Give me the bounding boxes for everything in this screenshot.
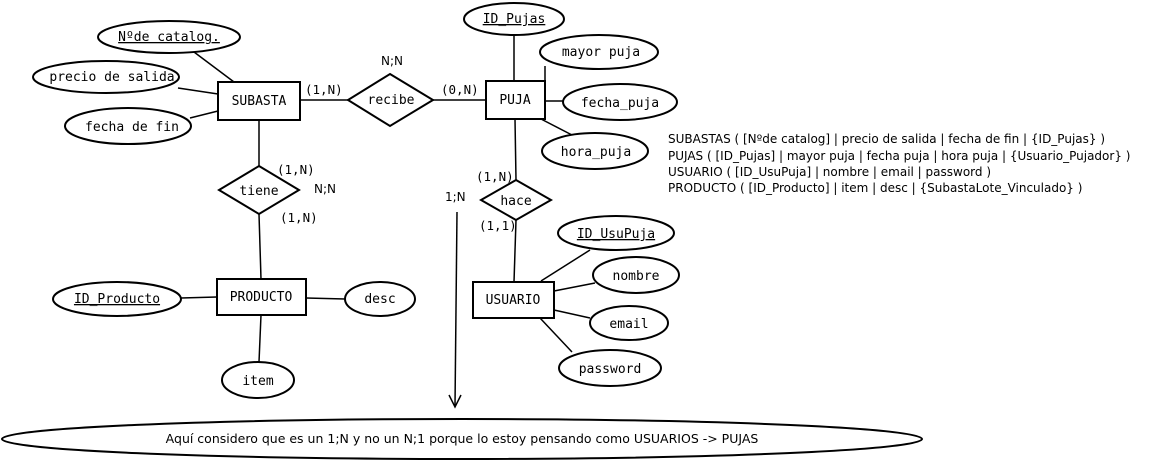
attribute-hora-puja-label: hora_puja xyxy=(561,145,631,160)
attribute-mayor-puja-label: mayor puja xyxy=(562,45,640,60)
attribute-nombre-label: nombre xyxy=(613,269,660,284)
attribute-id-usupuja: ID_UsuPuja xyxy=(557,215,675,251)
cardinality-recibe-puja: (0,N) xyxy=(441,82,479,97)
cardinality-puja-hace: (1,N) xyxy=(476,169,514,184)
connector-lines xyxy=(177,35,596,363)
attribute-n-catalog: Nºde catalog. xyxy=(97,20,241,54)
relationship-recibe: recibe xyxy=(346,72,435,128)
line-idproducto-producto xyxy=(180,296,218,299)
attribute-password: password xyxy=(558,349,662,387)
relational-schema: SUBASTAS ( [Nºde catalog] | precio de sa… xyxy=(668,132,1130,195)
attribute-item: item xyxy=(221,361,295,399)
line-ncatalog-subasta xyxy=(193,51,235,83)
attribute-hora-puja: hora_puja xyxy=(541,132,649,170)
entity-producto-label: PRODUCTO xyxy=(230,290,293,305)
attribute-desc-label: desc xyxy=(364,292,395,307)
attribute-fecha-puja: fecha_puja xyxy=(562,83,678,121)
attribute-email: email xyxy=(589,305,669,341)
attribute-id-producto-label: ID_Producto xyxy=(74,292,160,307)
entity-usuario: USUARIO xyxy=(472,281,555,319)
entity-subasta-label: SUBASTA xyxy=(232,94,287,109)
attribute-id-usupuja-label: ID_UsuPuja xyxy=(577,227,655,242)
line-idusupuja-usuario xyxy=(540,249,591,282)
schema-producto: PRODUCTO ( [ID_Producto] | item | desc |… xyxy=(668,181,1082,195)
attribute-fecha-fin: fecha de fin xyxy=(64,107,192,145)
schema-usuario: USUARIO ( [ID_UsuPuja] | nombre | email … xyxy=(668,165,991,179)
line-tiene-producto xyxy=(258,213,262,280)
line-nombre-usuario xyxy=(553,282,596,292)
note-text: Aquí considero que es un 1;N y no un N;1… xyxy=(166,431,759,446)
attribute-nombre: nombre xyxy=(592,256,680,294)
entity-puja: PUJA xyxy=(485,80,546,120)
relationship-tiene: tiene xyxy=(217,164,301,216)
line-desc-producto xyxy=(305,297,346,300)
cardinality-hace-usuario: (1,1) xyxy=(479,218,517,233)
attribute-password-label: password xyxy=(579,362,642,377)
attribute-item-label: item xyxy=(242,374,273,389)
schema-pujas: PUJAS ( [ID_Pujas] | mayor puja | fecha … xyxy=(668,149,1130,163)
relationship-hace: hace xyxy=(478,178,554,222)
entity-puja-label: PUJA xyxy=(499,93,530,108)
attribute-id-pujas: ID_Pujas xyxy=(463,2,565,36)
arrow xyxy=(448,211,462,409)
line-fechafin-subasta xyxy=(189,110,219,119)
line-email-usuario xyxy=(553,309,591,319)
cardinality-subasta-tiene: (1,N) xyxy=(277,162,315,177)
line-puja-hace xyxy=(514,118,517,181)
attribute-precio-salida-label: precio de salida xyxy=(49,70,174,85)
note-bubble: Aquí considero que es un 1;N y no un N;1… xyxy=(1,418,923,460)
attribute-fecha-fin-label: fecha de fin xyxy=(85,120,179,135)
line-item-producto xyxy=(258,314,262,363)
attribute-id-pujas-label: ID_Pujas xyxy=(483,12,546,27)
cardinality-hace-type: 1;N xyxy=(445,190,466,204)
attribute-desc: desc xyxy=(344,281,416,317)
entity-usuario-label: USUARIO xyxy=(486,293,541,308)
schema-subastas: SUBASTAS ( [Nºde catalog] | precio de sa… xyxy=(668,132,1105,146)
cardinality-tiene-type: N;N xyxy=(314,182,336,196)
arrow-shaft xyxy=(454,211,458,407)
relationship-recibe-label: recibe xyxy=(368,93,415,108)
relationship-tiene-label: tiene xyxy=(239,184,278,199)
cardinality-recibe-type: N;N xyxy=(381,54,403,68)
attribute-fecha-puja-label: fecha_puja xyxy=(581,96,659,111)
cardinality-subasta-recibe: (1,N) xyxy=(305,82,343,97)
line-password-usuario xyxy=(539,317,573,353)
attribute-id-producto: ID_Producto xyxy=(52,281,182,317)
attribute-n-catalog-label: Nºde catalog. xyxy=(118,30,220,45)
attribute-email-label: email xyxy=(609,317,648,332)
line-horapuja-puja xyxy=(540,118,573,136)
line-precio-subasta xyxy=(177,87,219,95)
entity-subasta: SUBASTA xyxy=(217,81,301,121)
attribute-precio-salida: precio de salida xyxy=(32,60,180,94)
arrow-head xyxy=(448,394,462,409)
cardinality-tiene-producto: (1,N) xyxy=(280,210,318,225)
entity-producto: PRODUCTO xyxy=(216,278,307,316)
line-hace-usuario xyxy=(513,219,517,283)
attribute-mayor-puja: mayor puja xyxy=(539,34,659,70)
relationship-hace-label: hace xyxy=(500,194,531,209)
